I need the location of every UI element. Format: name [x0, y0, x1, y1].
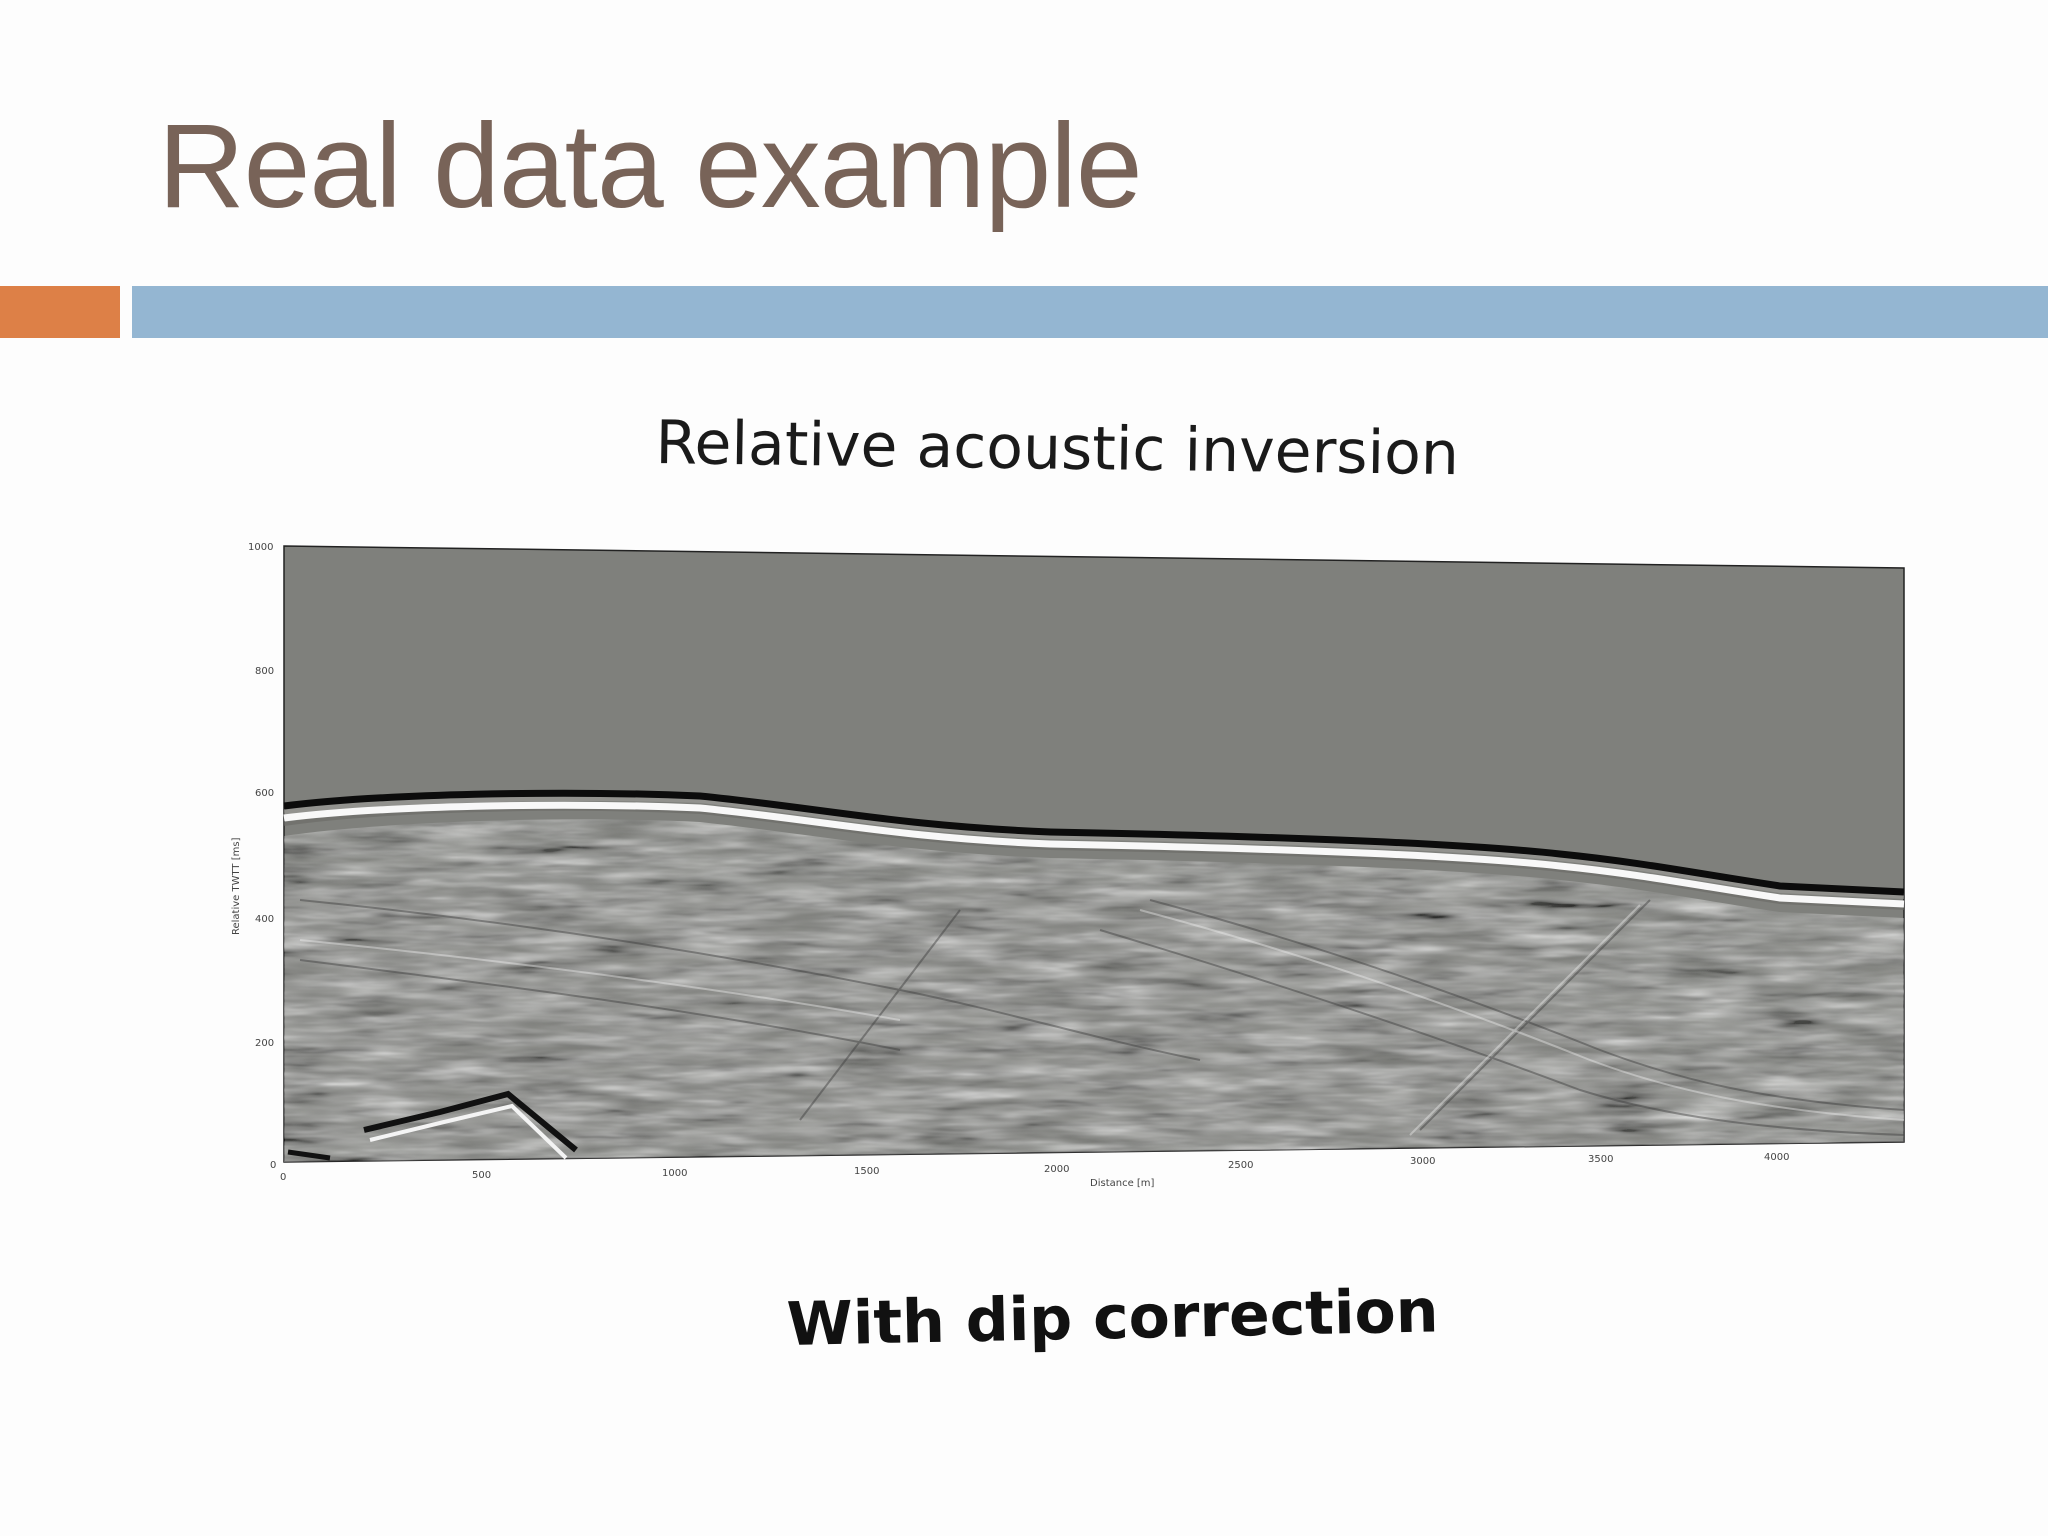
figure-caption: With dip correction	[786, 1276, 1440, 1360]
x-tick-label: 2000	[1044, 1164, 1069, 1175]
y-tick-label: 800	[255, 666, 274, 677]
x-tick-label: 2500	[1228, 1160, 1253, 1171]
accent-bar-blue	[132, 286, 2048, 338]
y-tick-label: 200	[255, 1038, 274, 1049]
y-tick-label: 1000	[248, 542, 273, 553]
x-tick-label: 1500	[854, 1166, 879, 1177]
x-axis-ticks: 0 500 1000 1500 2000 2500 3000 3500 4000	[280, 1152, 1789, 1183]
y-axis-label: Relative TWTT [ms]	[231, 837, 242, 935]
x-tick-label: 3500	[1588, 1154, 1613, 1165]
x-tick-label: 0	[280, 1172, 286, 1183]
x-tick-label: 4000	[1764, 1152, 1789, 1163]
slide-title: Real data example	[158, 99, 1143, 233]
y-tick-label: 600	[255, 788, 274, 799]
x-axis-label: Distance [m]	[1090, 1178, 1155, 1189]
x-tick-label: 500	[472, 1170, 491, 1181]
y-tick-label: 400	[255, 914, 274, 925]
y-tick-label: 0	[270, 1160, 276, 1171]
y-axis-ticks: 1000 800 600 400 200 0	[248, 542, 276, 1171]
x-tick-label: 3000	[1410, 1156, 1435, 1167]
x-tick-label: 1000	[662, 1168, 687, 1179]
accent-bar-orange	[0, 286, 120, 338]
